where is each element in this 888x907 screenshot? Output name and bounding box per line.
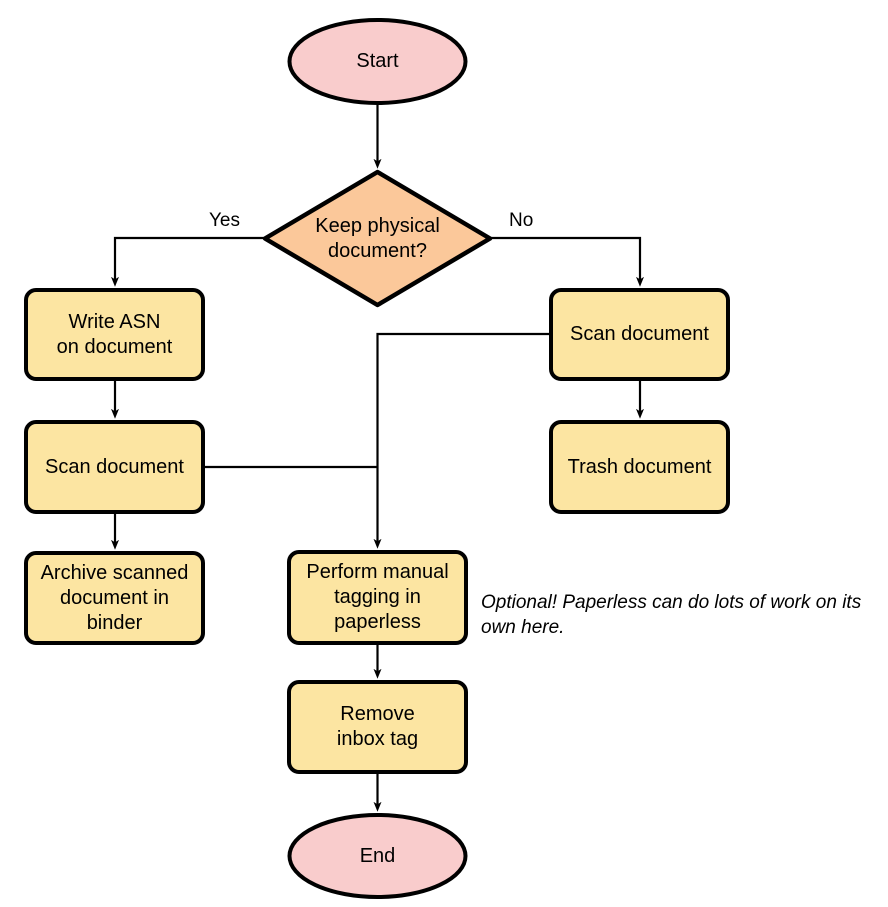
optional-note: Optional! Paperless can do lots of work … — [481, 592, 862, 638]
edge-decision-yes-to-write-asn — [111, 236, 265, 287]
node-shape-tagging — [287, 550, 468, 645]
node-shape-decision — [262, 169, 493, 308]
node-shape-start — [287, 18, 468, 105]
node-shape-archive — [24, 551, 205, 645]
node-shape-remove-inbox — [287, 680, 468, 774]
node-shape-trash — [549, 420, 730, 514]
node-shape-write-asn — [24, 288, 205, 381]
edge-decision-no-to-scan-right — [490, 236, 644, 287]
edge-label-yes: Yes — [209, 210, 240, 231]
edge-label-no: No — [509, 210, 534, 231]
node-shape-scan-left — [24, 420, 205, 514]
node-shape-scan-right — [549, 288, 730, 381]
edge-scan-right-to-tagging — [373, 332, 551, 549]
node-shape-end — [287, 813, 468, 899]
